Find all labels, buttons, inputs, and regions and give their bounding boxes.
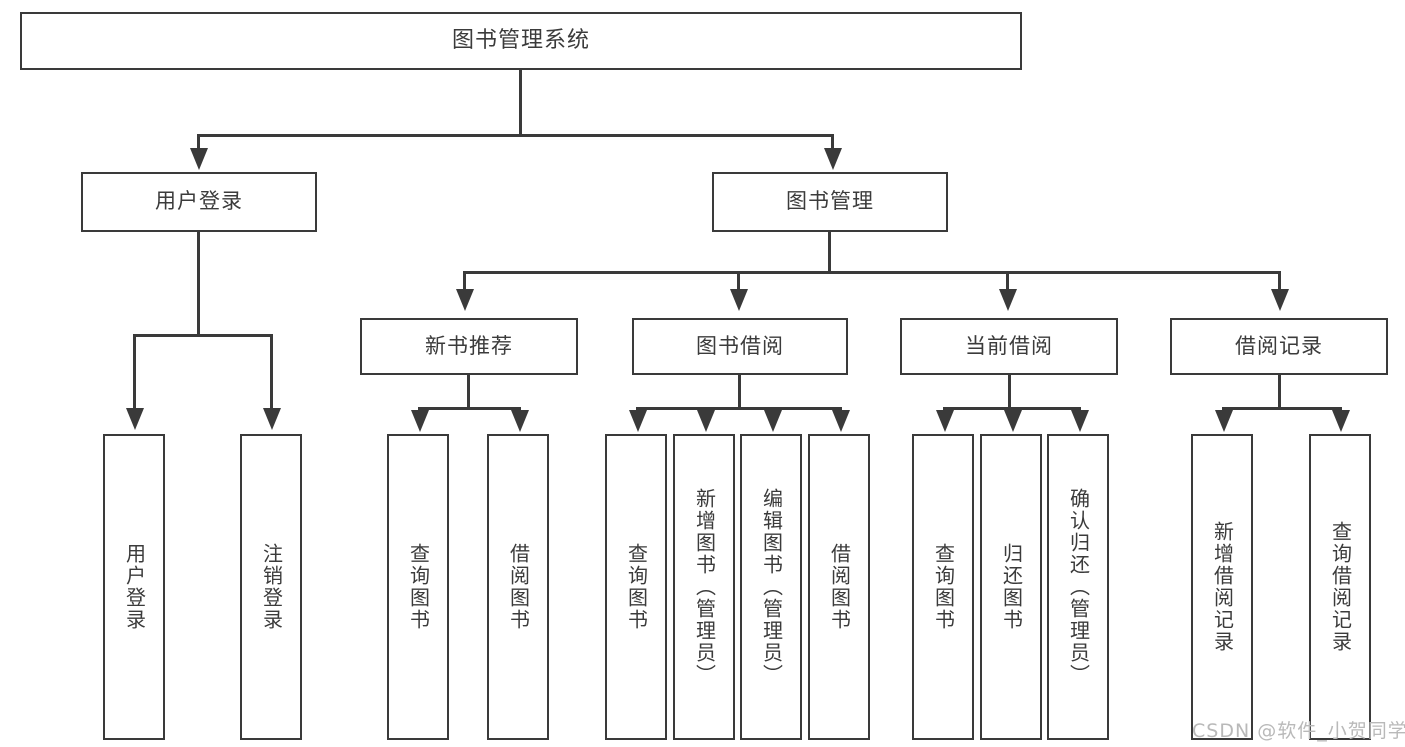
arrow-to-book-management [824, 148, 842, 170]
node-label: 用户登录 [155, 189, 243, 214]
connector-user-login-bus [133, 334, 273, 337]
arrow-to-leaf-confirm-return [1071, 410, 1089, 432]
leaf-borrow-books-recommend[interactable]: 借阅图书 [487, 434, 549, 740]
leaf-query-books-recommend[interactable]: 查询图书 [387, 434, 449, 740]
node-label: 新增图书（管理员） [692, 488, 717, 686]
connector-level2-drop-4 [1278, 271, 1281, 293]
leaf-add-borrow-record[interactable]: 新增借阅记录 [1191, 434, 1253, 740]
node-label: 查询图书 [624, 543, 649, 631]
leaf-logout[interactable]: 注销登录 [240, 434, 302, 740]
arrow-to-borrow-records [1271, 289, 1289, 311]
connector-borrow-records-bus [1222, 407, 1341, 410]
arrow-to-leaf-edit-book [764, 410, 782, 432]
node-label: 当前借阅 [965, 333, 1053, 358]
arrow-to-leaf-borrow-books-1 [511, 410, 529, 432]
leaf-borrow-books-borrow[interactable]: 借阅图书 [808, 434, 870, 740]
connector-user-login-drop-2 [270, 334, 273, 412]
node-label: 图书管理 [786, 189, 874, 214]
connector-level2-bus [463, 271, 1281, 274]
arrow-to-user-login [190, 148, 208, 170]
node-current-borrow[interactable]: 当前借阅 [900, 318, 1118, 375]
connector-level1-drop-right [831, 134, 834, 151]
connector-new-book-stem [467, 375, 470, 410]
arrow-to-leaf-query-books-3 [936, 410, 954, 432]
connector-level2-drop-1 [463, 271, 466, 293]
node-label: 用户登录 [122, 543, 147, 631]
node-label: 图书管理系统 [451, 27, 590, 53]
node-book-borrow[interactable]: 图书借阅 [632, 318, 848, 375]
node-label: 归还图书 [999, 543, 1024, 631]
node-label: 查询图书 [931, 543, 956, 631]
connector-book-management-stem [828, 232, 831, 274]
node-label: 注销登录 [259, 543, 284, 631]
arrow-to-new-book-recommend [456, 289, 474, 311]
connector-new-book-bus [418, 407, 520, 410]
arrow-to-leaf-query-books-2 [629, 410, 647, 432]
connector-level1-bus [197, 134, 833, 137]
node-user-login[interactable]: 用户登录 [81, 172, 317, 232]
node-book-management[interactable]: 图书管理 [712, 172, 948, 232]
arrow-to-leaf-query-record [1332, 410, 1350, 432]
connector-root-stem [519, 70, 522, 136]
connector-user-login-stem [197, 232, 200, 337]
node-label: 图书借阅 [696, 333, 784, 358]
arrow-to-leaf-add-book [697, 410, 715, 432]
connector-level2-drop-3 [1006, 271, 1009, 293]
leaf-return-book[interactable]: 归还图书 [980, 434, 1042, 740]
connector-level2-drop-2 [737, 271, 740, 293]
node-label: 新增借阅记录 [1210, 521, 1235, 653]
node-label: 查询借阅记录 [1328, 521, 1353, 653]
connector-user-login-drop-1 [133, 334, 136, 412]
arrow-to-leaf-return-book [1004, 410, 1022, 432]
arrow-to-book-borrow [730, 289, 748, 311]
leaf-query-books-current[interactable]: 查询图书 [912, 434, 974, 740]
arrow-to-leaf-query-books-1 [411, 410, 429, 432]
node-label: 借阅图书 [506, 543, 531, 631]
arrow-to-leaf-user-login [126, 408, 144, 430]
arrow-to-leaf-logout [263, 408, 281, 430]
arrow-to-current-borrow [999, 289, 1017, 311]
connector-current-borrow-stem [1008, 375, 1011, 410]
node-label: 编辑图书（管理员） [759, 488, 784, 686]
node-label: 确认归还（管理员） [1066, 488, 1091, 686]
node-root-system[interactable]: 图书管理系统 [20, 12, 1022, 70]
node-borrow-records[interactable]: 借阅记录 [1170, 318, 1388, 375]
connector-current-borrow-bus [943, 407, 1078, 410]
connector-level1-drop-left [197, 134, 200, 151]
leaf-add-book-admin[interactable]: 新增图书（管理员） [673, 434, 735, 740]
leaf-confirm-return-admin[interactable]: 确认归还（管理员） [1047, 434, 1109, 740]
leaf-edit-book-admin[interactable]: 编辑图书（管理员） [740, 434, 802, 740]
node-label: 借阅图书 [827, 543, 852, 631]
node-label: 查询图书 [406, 543, 431, 631]
connector-book-borrow-stem [738, 375, 741, 410]
leaf-query-borrow-record[interactable]: 查询借阅记录 [1309, 434, 1371, 740]
arrow-to-leaf-borrow-books-2 [832, 410, 850, 432]
node-label: 借阅记录 [1235, 333, 1323, 358]
csdn-watermark: CSDN @软件_小贺同学 [1192, 720, 1405, 742]
connector-borrow-records-stem [1278, 375, 1281, 410]
leaf-query-books-borrow[interactable]: 查询图书 [605, 434, 667, 740]
node-label: 新书推荐 [425, 333, 513, 358]
connector-book-borrow-bus [636, 407, 841, 410]
arrow-to-leaf-add-record [1215, 410, 1233, 432]
node-new-book-recommend[interactable]: 新书推荐 [360, 318, 578, 375]
leaf-user-login[interactable]: 用户登录 [103, 434, 165, 740]
